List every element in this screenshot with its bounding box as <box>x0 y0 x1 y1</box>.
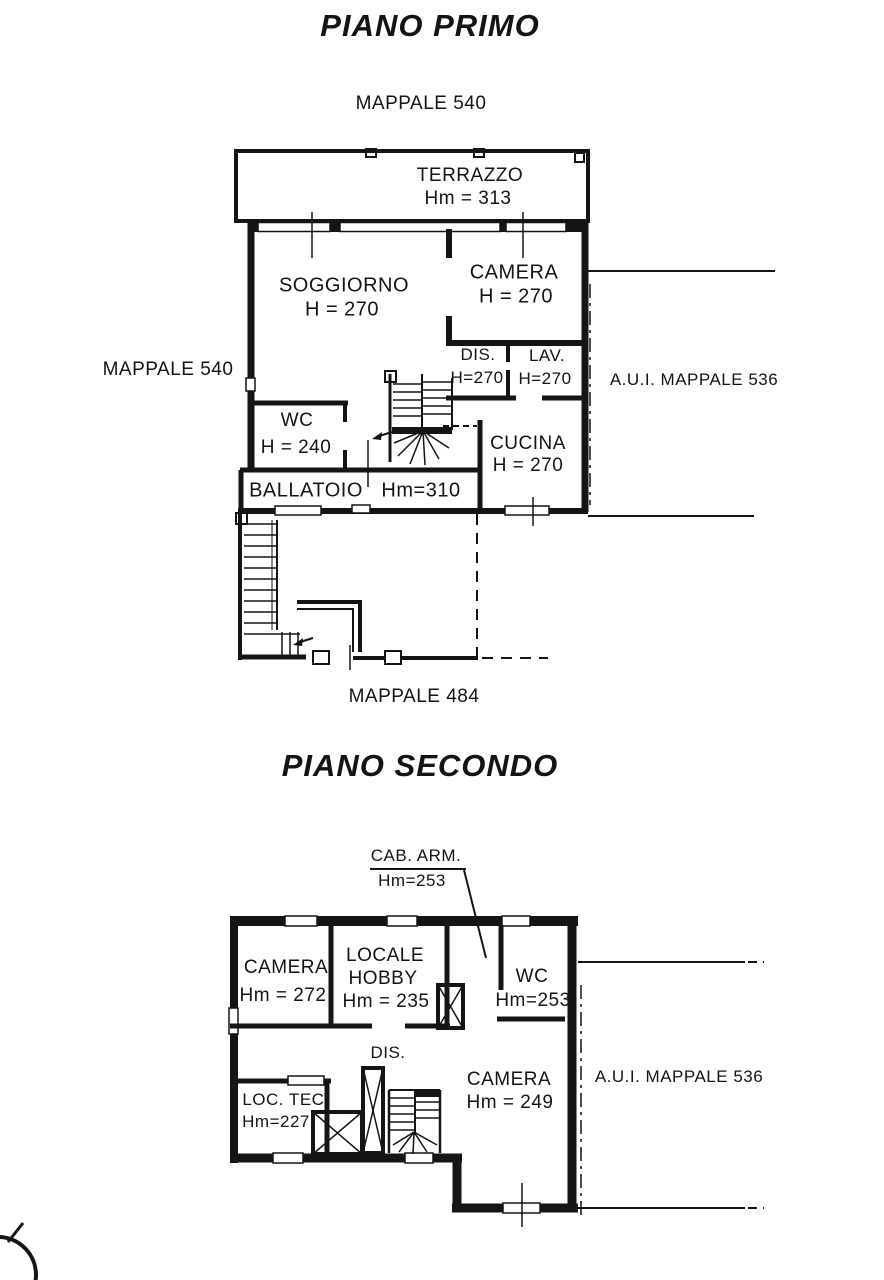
floor1-interior-walls <box>248 229 585 511</box>
floor1-mappale-bottom-label: MAPPALE 484 <box>348 686 480 707</box>
floor2-plan <box>228 868 764 1227</box>
room-height-locale-hobby: Hm = 235 <box>342 991 430 1012</box>
room-height-wc-f1: H = 240 <box>260 437 332 458</box>
floor2-stair <box>387 1089 442 1155</box>
room-height-cab-arm: Hm=253 <box>378 871 446 890</box>
room-label-cab-arm: CAB. ARM. <box>370 846 462 865</box>
room-height-terrazzo: Hm = 313 <box>424 188 512 209</box>
room-height-camera1-f2: Hm = 272 <box>239 985 327 1006</box>
room-label-wc-f2: WC <box>515 966 549 987</box>
floor1-plan <box>234 148 775 670</box>
room-label-dis-f1: DIS. <box>460 345 496 364</box>
room-label-terrazzo: TERRAZZO <box>416 165 524 186</box>
floor2-interior-walls <box>230 925 565 1158</box>
room-label-locale-hobby-line1: LOCALE <box>346 945 424 966</box>
floor1-mappale-top-label: MAPPALE 540 <box>355 93 487 114</box>
room-label-soggiorno: SOGGIORNO <box>278 274 410 297</box>
floor2-mappale-right-label: A.U.I. MAPPALE 536 <box>594 1067 764 1086</box>
room-height-wc-f2: Hm=253 <box>495 990 571 1011</box>
floor2-boundary-lines <box>578 961 764 1215</box>
room-label-camera-f1: CAMERA <box>469 261 559 284</box>
stamp-arc <box>0 1222 38 1280</box>
room-label-locale-hobby-line2: HOBBY <box>348 968 418 989</box>
room-label-lav: LAV. <box>528 346 566 365</box>
floor2-shafts <box>311 983 465 1156</box>
floor1-title: PIANO PRIMO <box>320 8 540 43</box>
room-height-ballatoio: Hm=310 <box>381 479 461 502</box>
room-label-loc-tec: LOC. TEC. <box>242 1090 330 1109</box>
room-label-camera2-f2: CAMERA <box>466 1069 552 1090</box>
room-height-soggiorno: H = 270 <box>304 298 380 321</box>
floor1-external-stair <box>235 512 478 670</box>
room-height-camera2-f2: Hm = 249 <box>466 1092 554 1113</box>
room-label-dis-f2: DIS. <box>370 1043 406 1062</box>
floor2-outer-walls <box>228 915 578 1227</box>
room-label-camera1-f2: CAMERA <box>243 957 329 978</box>
room-height-lav: H=270 <box>518 369 572 388</box>
floor1-boundary-lines <box>476 270 775 659</box>
floor1-ballatoio-outline <box>238 440 588 526</box>
room-label-cucina: CUCINA <box>490 433 566 454</box>
floor1-mappale-left-label: MAPPALE 540 <box>102 359 234 380</box>
room-height-cucina: H = 270 <box>492 455 564 476</box>
floor2-title: PIANO SECONDO <box>281 748 559 783</box>
room-height-loc-tec: Hm=227 <box>242 1112 310 1131</box>
room-label-wc-f1: WC <box>280 410 314 431</box>
room-height-dis-f1: H=270 <box>450 368 504 387</box>
floor1-terrazzo-outline <box>234 148 590 223</box>
floor1-stair <box>372 370 453 466</box>
room-label-ballatoio: BALLATOIO <box>249 479 363 502</box>
floor1-mappale-right-label: A.U.I. MAPPALE 536 <box>609 370 779 389</box>
floor2-cab-arm-callout <box>370 868 487 959</box>
room-height-camera-f1: H = 270 <box>478 285 554 308</box>
floor1-outer-walls <box>245 212 589 512</box>
